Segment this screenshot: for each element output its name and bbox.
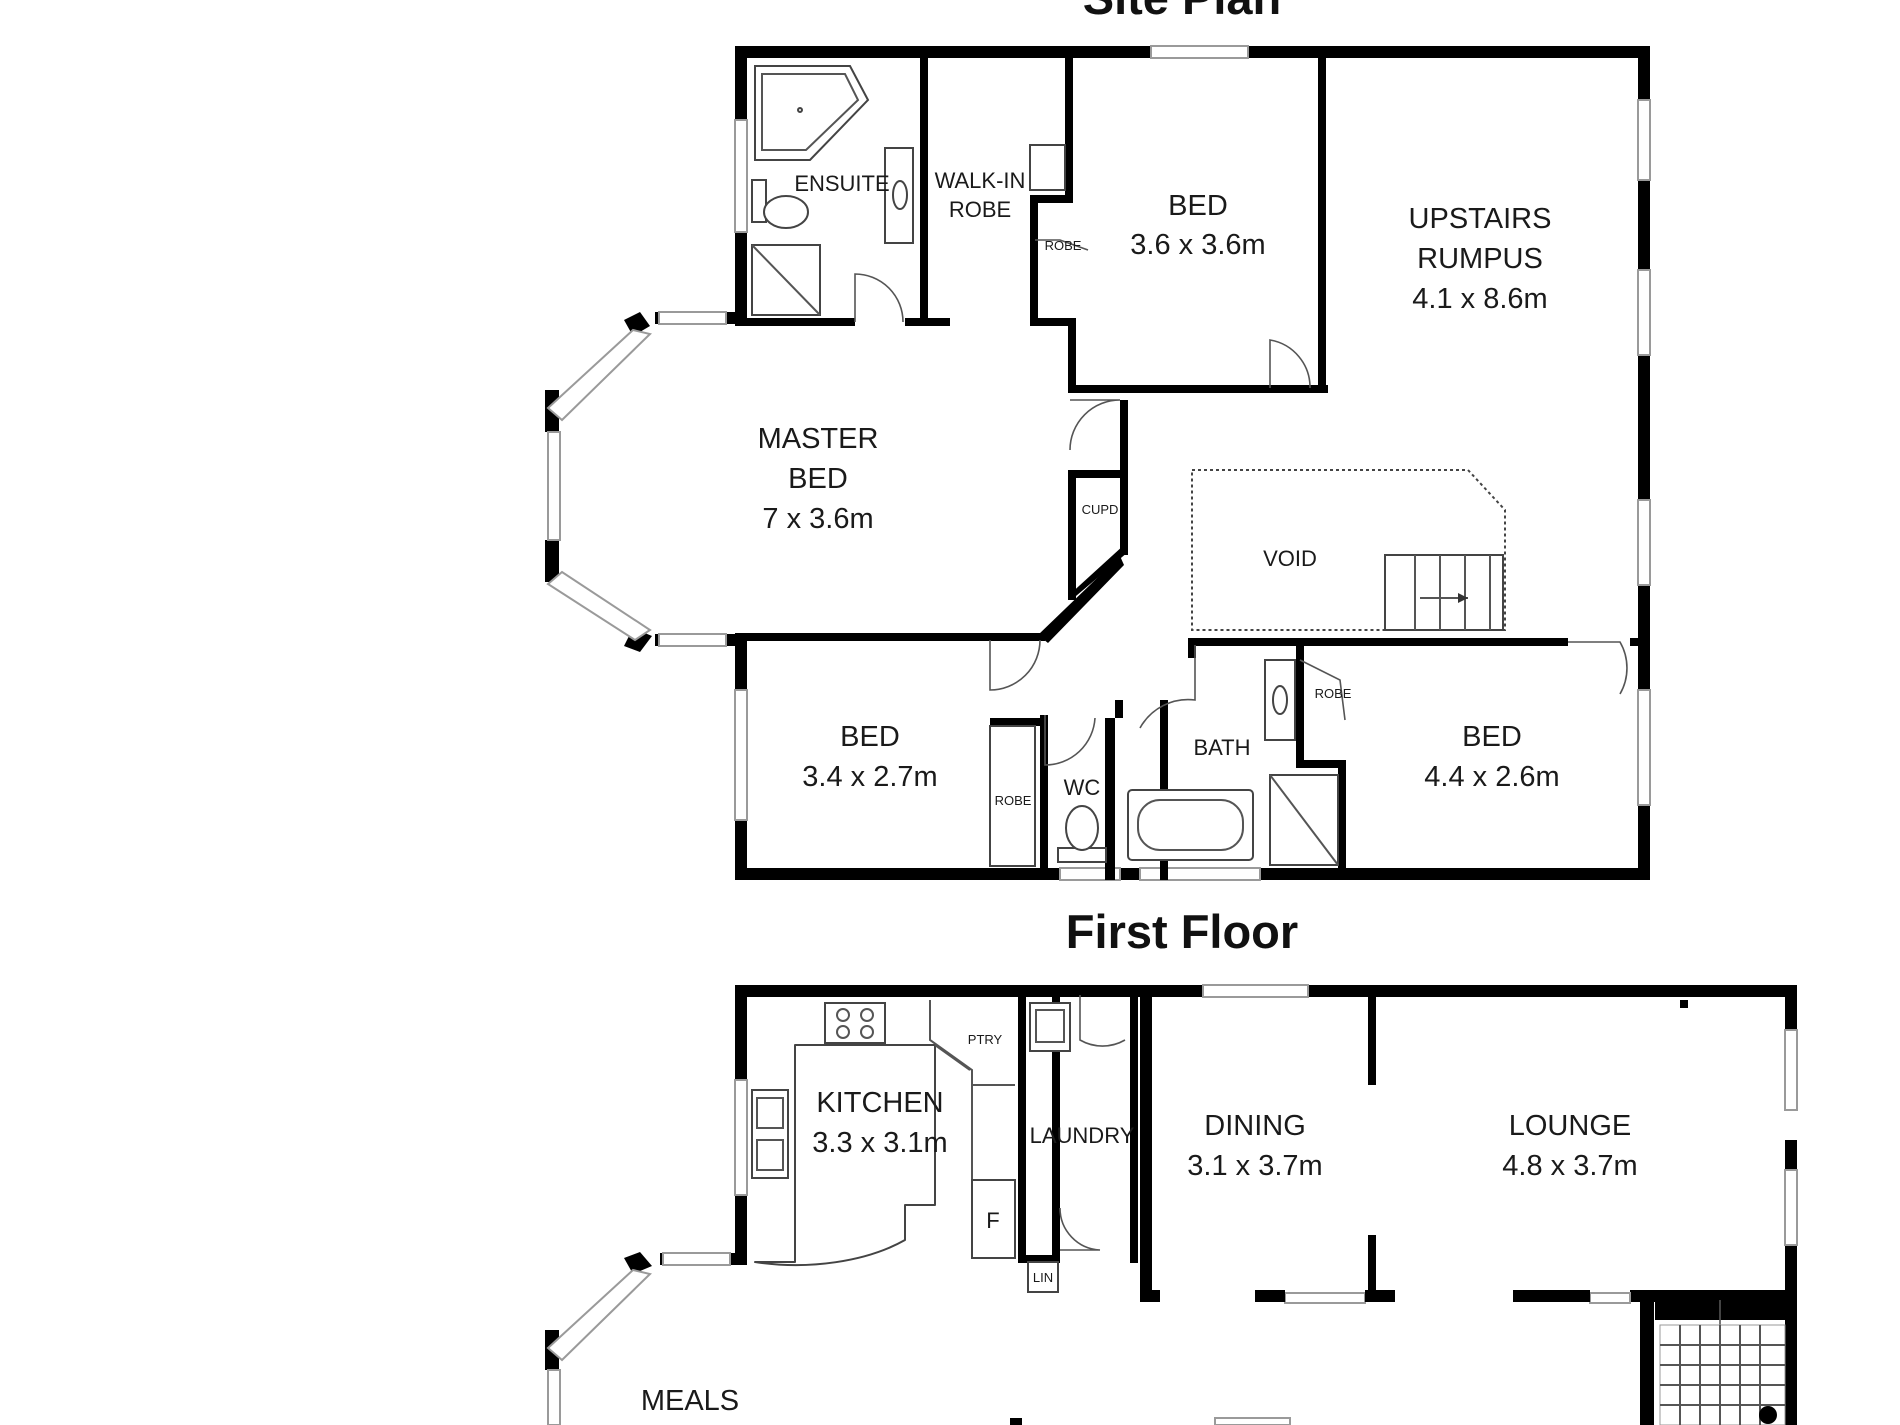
label-robe-bed3: ROBE — [1315, 686, 1352, 701]
label-bed2-size: 3.4 x 2.7m — [802, 761, 937, 793]
label-master-line1: MASTER — [758, 423, 879, 455]
label-master-line2: BED — [788, 463, 848, 495]
fridge-space — [971, 1179, 1016, 1259]
label-bed3-size: 4.4 x 2.6m — [1424, 761, 1559, 793]
upper-doors — [854, 239, 1628, 766]
label-lounge-size: 4.8 x 3.7m — [1502, 1150, 1637, 1182]
label-robe-bed1: ROBE — [1045, 238, 1082, 253]
label-bed1-size: 3.6 x 3.6m — [1130, 229, 1265, 261]
outdoor-tiled-area — [1659, 1324, 1786, 1425]
label-bed2-name: BED — [840, 721, 900, 753]
label-meals-name: MEALS — [641, 1385, 739, 1417]
upper-interior-walls — [735, 58, 1650, 880]
label-kitchen-size: 3.3 x 3.1m — [812, 1127, 947, 1159]
upper-windows — [658, 45, 1651, 881]
stair-treads — [1384, 554, 1504, 631]
label-lounge-name: LOUNGE — [1509, 1110, 1631, 1142]
label-dining-size: 3.1 x 3.7m — [1187, 1150, 1322, 1182]
label-wc: WC — [1064, 775, 1101, 800]
lower-outer-walls — [545, 985, 1797, 1425]
upper-room-labels: ENSUITE WALK-IN ROBE ROBE BED 3.6 x 3.6m… — [758, 168, 1560, 808]
label-rumpus-size: 4.1 x 8.6m — [1412, 283, 1547, 315]
label-robe-bed2: ROBE — [995, 793, 1032, 808]
label-linen: LIN — [1033, 1270, 1053, 1285]
label-rumpus-line1: UPSTAIRS — [1409, 203, 1552, 235]
label-cupd: CUPD — [1082, 502, 1119, 517]
label-rumpus-line2: RUMPUS — [1417, 243, 1543, 275]
corner-spa-bath — [754, 65, 870, 161]
lower-doors — [1059, 995, 1721, 1325]
label-kitchen-name: KITCHEN — [816, 1087, 943, 1119]
label-dining-name: DINING — [1204, 1110, 1306, 1142]
label-walk-in-robe-line1: WALK-IN — [935, 168, 1026, 193]
label-master-size: 7 x 3.6m — [762, 503, 873, 535]
lower-windows — [546, 984, 1798, 1425]
label-laundry: LAUNDRY — [1030, 1123, 1135, 1148]
lower-floor-plan: First Floor — [545, 905, 1798, 1425]
label-pantry: PTRY — [968, 1032, 1003, 1047]
cooktop — [824, 1002, 886, 1044]
label-bed3-name: BED — [1462, 721, 1522, 753]
lower-floor-title: First Floor — [1066, 905, 1298, 958]
lower-interior-walls — [1018, 985, 1688, 1302]
kitchen-island — [754, 1044, 936, 1267]
bathtub — [1127, 789, 1254, 861]
label-walk-in-robe-line2: ROBE — [949, 197, 1011, 222]
upper-floor-plan: Site Plan — [545, 0, 1651, 881]
ensuite-toilet — [751, 179, 767, 223]
upper-floor-title: Site Plan — [1083, 0, 1282, 24]
upper-outer-walls — [545, 46, 1650, 880]
label-bath: BATH — [1193, 735, 1250, 760]
lower-room-labels: KITCHEN 3.3 x 3.1m PTRY F LAUNDRY LIN DI… — [641, 1032, 1638, 1417]
upper-fixtures — [751, 65, 1506, 867]
label-fridge: F — [986, 1208, 999, 1233]
label-ensuite: ENSUITE — [794, 171, 889, 196]
label-bed1-name: BED — [1168, 190, 1228, 222]
lower-fixtures — [751, 1000, 1071, 1293]
label-void: VOID — [1263, 546, 1317, 571]
